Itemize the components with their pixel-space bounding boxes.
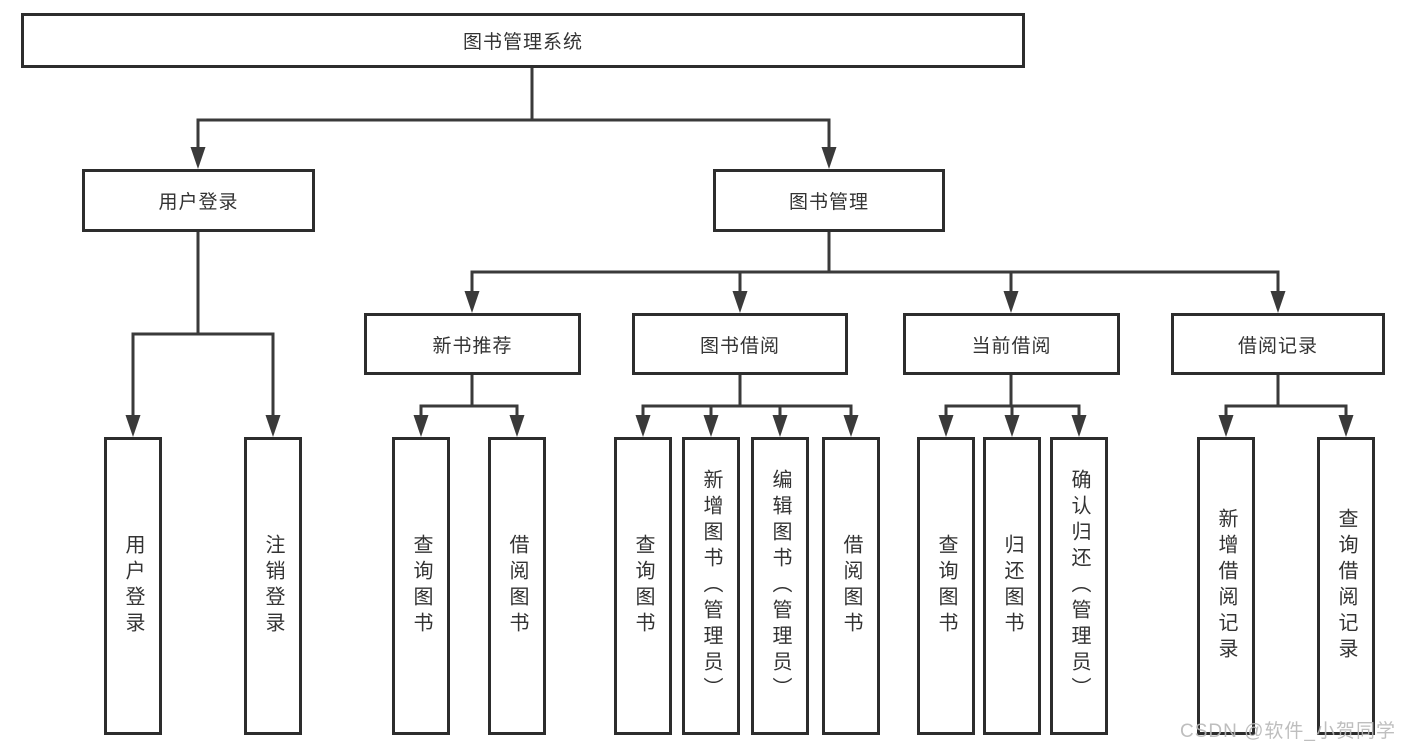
node-book-management: 图书管理 <box>713 169 945 232</box>
node-label: 注销登录 <box>262 534 284 638</box>
node-label: 新书推荐 <box>432 335 513 357</box>
node-leaf-logout: 注销登录 <box>244 437 302 735</box>
node-label: 图书借阅 <box>699 335 780 357</box>
node-user-login-group: 用户登录 <box>82 169 315 232</box>
node-leaf-query-books-recommend: 查询图书 <box>392 437 450 735</box>
node-leaf-confirm-return-admin: 确认归还（管理员） <box>1050 437 1108 735</box>
node-label: 编辑图书（管理员） <box>769 469 791 703</box>
node-leaf-borrow-books-recommend: 借阅图书 <box>488 437 546 735</box>
node-leaf-return-books: 归还图书 <box>983 437 1041 735</box>
watermark: CSDN @软件_小贺同学 <box>1180 721 1396 742</box>
node-new-book-recommend: 新书推荐 <box>364 313 581 375</box>
node-label: 图书管理 <box>788 192 869 213</box>
node-label: 用户登录 <box>122 534 144 638</box>
node-leaf-edit-books-admin: 编辑图书（管理员） <box>751 437 809 735</box>
node-label: 当前借阅 <box>971 335 1052 357</box>
node-leaf-query-borrow-record: 查询借阅记录 <box>1317 437 1375 735</box>
node-leaf-query-books-borrowing: 查询图书 <box>614 437 672 735</box>
node-leaf-query-books-current: 查询图书 <box>917 437 975 735</box>
node-label: 确认归还（管理员） <box>1068 469 1090 703</box>
node-leaf-user-login: 用户登录 <box>104 437 162 735</box>
node-label: 查询图书 <box>632 534 654 638</box>
node-book-borrowing: 图书借阅 <box>632 313 848 375</box>
node-label: 用户登录 <box>158 192 239 213</box>
node-current-borrowing: 当前借阅 <box>903 313 1120 375</box>
node-label: 图书管理系统 <box>462 32 583 53</box>
node-leaf-add-books-admin: 新增图书（管理员） <box>682 437 740 735</box>
node-label: 查询图书 <box>935 534 957 638</box>
node-library-system: 图书管理系统 <box>21 13 1025 68</box>
node-label: 借阅记录 <box>1237 335 1318 357</box>
node-label: 查询图书 <box>410 534 432 638</box>
node-leaf-borrow-books: 借阅图书 <box>822 437 880 735</box>
node-label: 借阅图书 <box>840 534 862 638</box>
node-label: 归还图书 <box>1001 534 1023 638</box>
node-label: 新增图书（管理员） <box>700 469 722 703</box>
node-label: 新增借阅记录 <box>1215 508 1237 664</box>
node-borrowing-records: 借阅记录 <box>1171 313 1385 375</box>
node-leaf-add-borrow-record: 新增借阅记录 <box>1197 437 1255 735</box>
node-label: 借阅图书 <box>506 534 528 638</box>
node-label: 查询借阅记录 <box>1335 508 1357 664</box>
